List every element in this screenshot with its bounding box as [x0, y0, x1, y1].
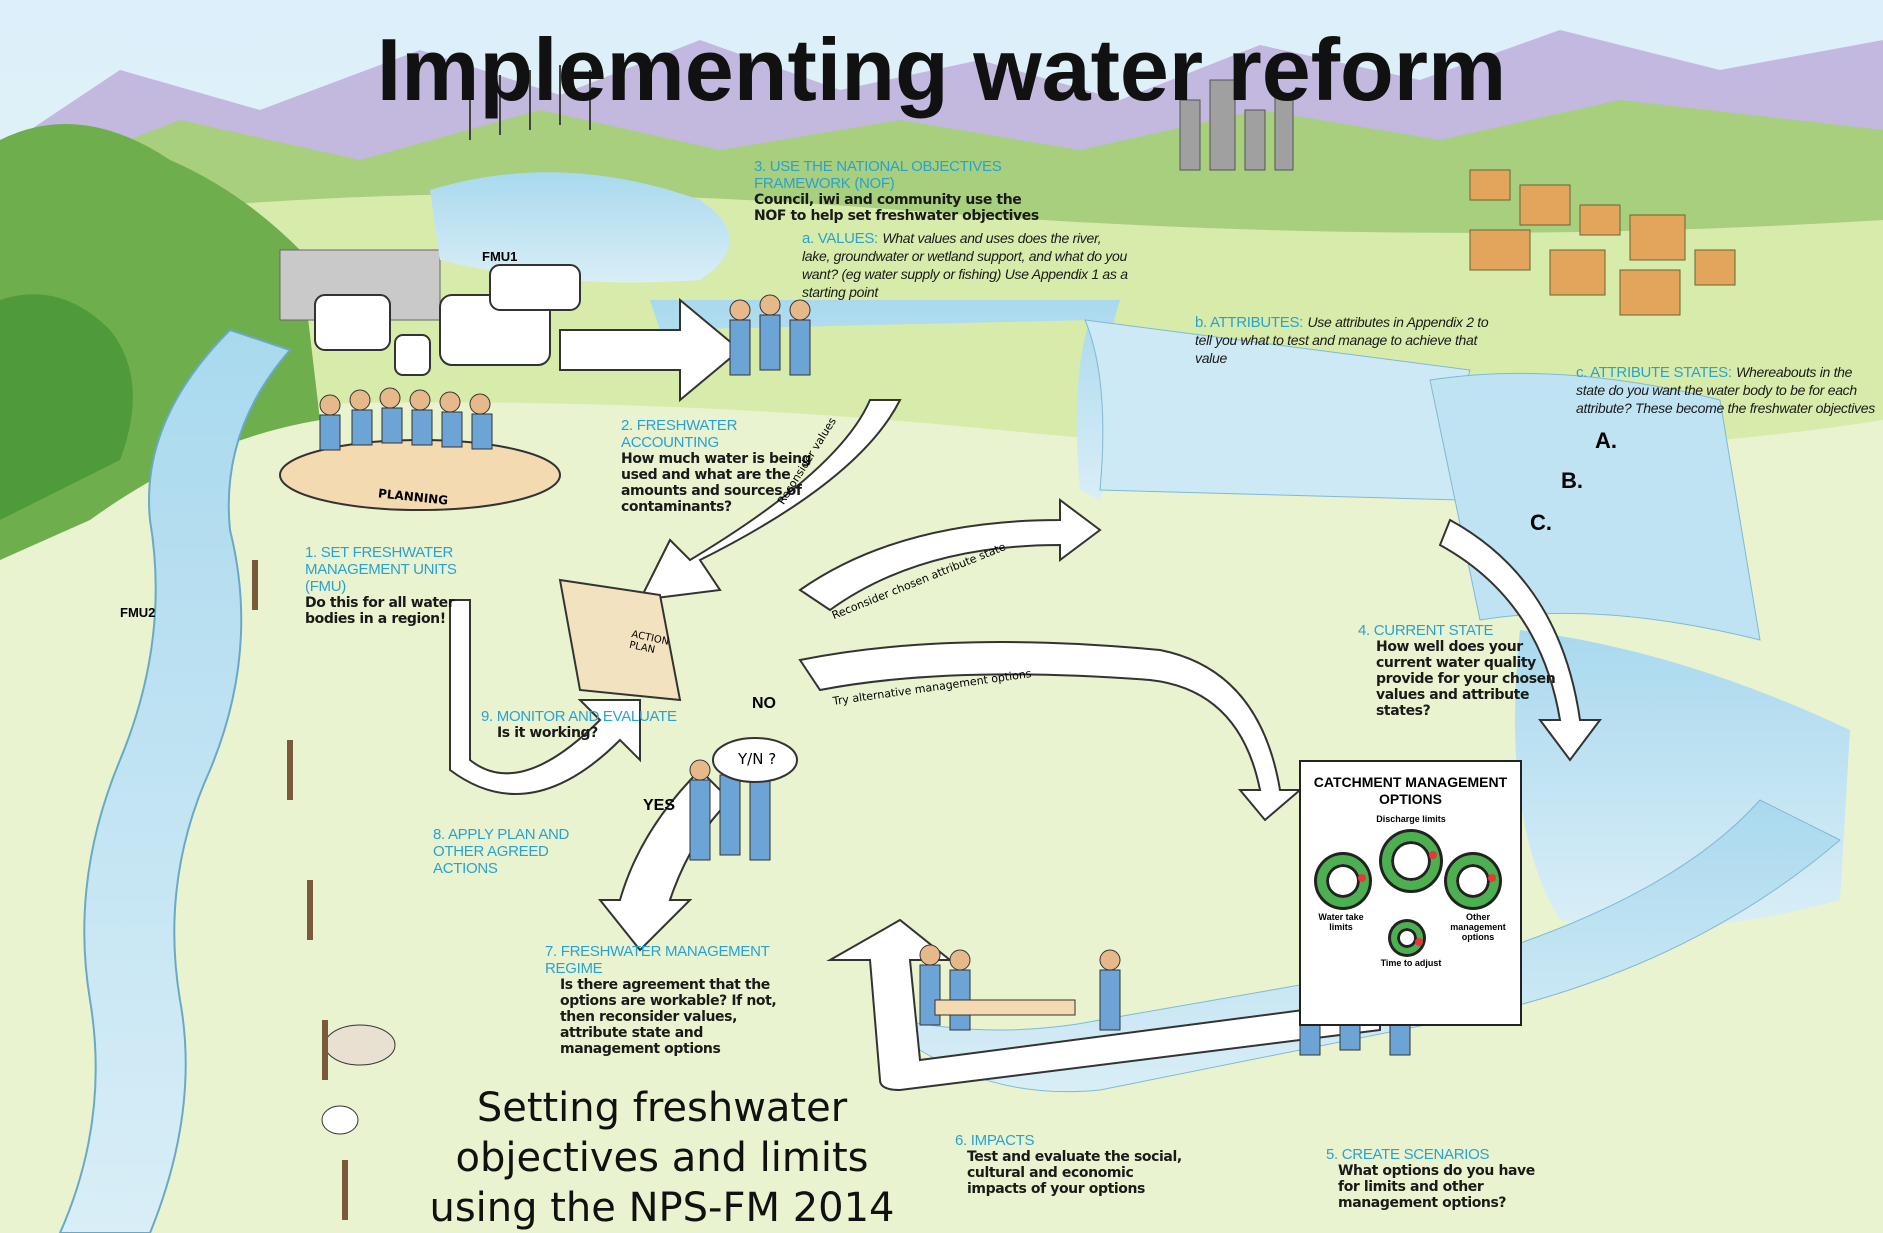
step-3a: a. VALUES: What values and uses does the…	[802, 230, 1132, 302]
step-5-heading: 5. CREATE SCENARIOS	[1326, 1146, 1490, 1163]
step-1: 1. SET FRESHWATER MANAGEMENT UNITS (FMU)…	[305, 544, 480, 627]
step-3b-body: Use attributes in Appendix 2 to tell you…	[1195, 314, 1489, 366]
discharge-ring-icon	[1382, 832, 1440, 890]
step-7-heading: 7. FRESHWATER MANAGEMENT REGIME	[545, 943, 770, 977]
step-3-body: Council, iwi and community use the NOF t…	[754, 192, 1039, 224]
step-1-heading: 1. SET FRESHWATER MANAGEMENT UNITS (FMU)	[305, 544, 457, 595]
step-4-body: How well does your current water quality…	[1376, 639, 1556, 719]
step-3c-body: Whereabouts in the state do you want the…	[1576, 364, 1875, 416]
step-6: 6. IMPACTS Test and evaluate the social,…	[955, 1132, 1185, 1197]
step-1-body: Do this for all water bodies in a region…	[305, 595, 455, 627]
yn-bubble-label: Y/N ?	[738, 750, 777, 768]
time-to-adjust-label: Time to adjust	[1380, 958, 1442, 968]
panel-title: CATCHMENT MANAGEMENT OPTIONS	[1313, 774, 1508, 807]
step-3b-heading: b. ATTRIBUTES:	[1195, 314, 1304, 331]
water-take-ring-icon	[1317, 855, 1369, 907]
time-ring-icon	[1391, 922, 1423, 954]
discharge-limits-label: Discharge limits	[1376, 814, 1446, 824]
other-options-ring-icon	[1447, 855, 1499, 907]
water-take-label: Water take limits	[1318, 912, 1364, 932]
yes-label: YES	[643, 797, 676, 814]
step-2-body: How much water is being used and what ar…	[621, 451, 812, 515]
step-4: 4. CURRENT STATE How well does your curr…	[1358, 622, 1568, 719]
page-title: Implementing water reform	[376, 19, 1507, 119]
step-9-heading: 9. MONITOR AND EVALUATE	[481, 708, 677, 725]
step-5-body: What options do you have for limits and …	[1338, 1163, 1535, 1211]
other-options-label: Other management options	[1450, 912, 1506, 942]
step-3-heading: 3. USE THE NATIONAL OBJECTIVES FRAMEWORK…	[754, 158, 1002, 192]
fmu2-label: FMU2	[120, 605, 156, 620]
state-b: B.	[1561, 468, 1583, 493]
step-8: 8. APPLY PLAN AND OTHER AGREED ACTIONS	[433, 826, 573, 877]
step-9-body: Is it working?	[497, 725, 598, 741]
step-5: 5. CREATE SCENARIOS What options do you …	[1326, 1146, 1556, 1211]
state-c: C.	[1530, 510, 1552, 535]
step-6-heading: 6. IMPACTS	[955, 1132, 1035, 1149]
step-6-body: Test and evaluate the social, cultural a…	[967, 1149, 1182, 1197]
step-7-body: Is there agreement that the options are …	[560, 977, 777, 1057]
step-9: 9. MONITOR AND EVALUATE Is it working?	[481, 708, 681, 741]
step-3c: c. ATTRIBUTE STATES: Whereabouts in the …	[1576, 364, 1879, 418]
catchment-management-panel: CATCHMENT MANAGEMENT OPTIONS Discharge l…	[1299, 760, 1522, 1026]
step-3a-body: What values and uses does the river, lak…	[802, 230, 1128, 300]
state-a: A.	[1595, 428, 1617, 453]
step-4-heading: 4. CURRENT STATE	[1358, 622, 1494, 639]
step-8-heading: 8. APPLY PLAN AND OTHER AGREED ACTIONS	[433, 826, 570, 877]
step-7: 7. FRESHWATER MANAGEMENT REGIME Is there…	[545, 943, 805, 1057]
step-3: 3. USE THE NATIONAL OBJECTIVES FRAMEWORK…	[754, 158, 1094, 224]
step-3c-heading: c. ATTRIBUTE STATES:	[1576, 364, 1732, 381]
no-label: NO	[752, 695, 776, 712]
fmu1-label: FMU1	[482, 249, 518, 264]
step-3a-heading: a. VALUES:	[802, 230, 878, 247]
step-3b: b. ATTRIBUTES: Use attributes in Appendi…	[1195, 314, 1505, 368]
diagram-caption: Setting freshwater objectives and limits…	[429, 1085, 895, 1231]
step-2-heading: 2. FRESHWATER ACCOUNTING	[621, 417, 738, 451]
step-2: 2. FRESHWATER ACCOUNTING How much water …	[621, 417, 821, 515]
